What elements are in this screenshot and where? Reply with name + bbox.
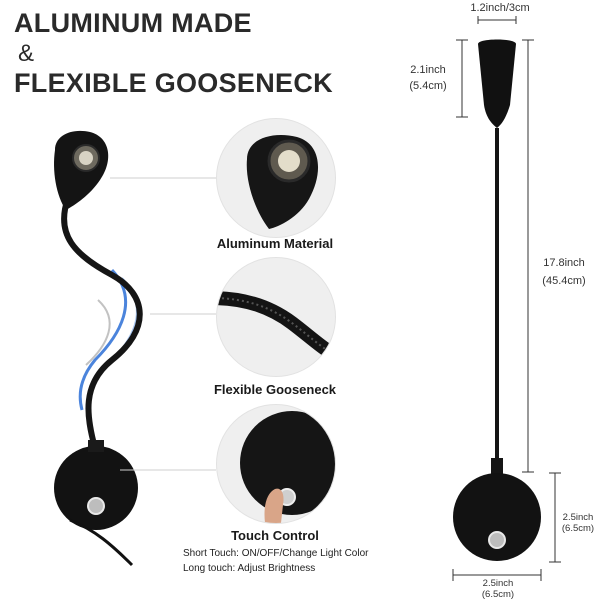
headline-line-2: FLEXIBLE GOOSENECK [14, 68, 333, 98]
headline-ampersand: & [18, 40, 35, 67]
headline-line-1: ALUMINUM MADE [14, 8, 252, 38]
dim-base-width-cm: (6.5cm) [481, 589, 515, 600]
dim-neck-length-in: 17.8inch [543, 257, 585, 269]
feature-circle-aluminum [216, 118, 336, 238]
dim-base-height-cm: (6.5cm) [561, 523, 595, 534]
dim-lamp-head [478, 39, 516, 128]
feature-caption-touch: Touch Control [231, 528, 319, 543]
lamp-head-closeup-icon [246, 135, 319, 229]
wall-base [54, 446, 138, 530]
dim-lamp-base [453, 473, 541, 561]
touch-note-long: Long touch: Adjust Brightness [183, 563, 316, 574]
gooseneck-tube [61, 195, 143, 451]
power-cable [69, 518, 134, 567]
dim-head-width: 1.2inch/3cm [470, 2, 530, 14]
motion-swoosh-grey [85, 299, 111, 366]
feature-circle-touch [216, 404, 336, 524]
dim-neck-length-cm: (45.4cm) [542, 275, 586, 287]
dim-base-height-in: 2.5inch [562, 512, 594, 523]
feature-caption-aluminum: Aluminum Material [216, 236, 334, 251]
dim-head-height-in: 2.1inch [410, 64, 446, 76]
touch-note-short: Short Touch: ON/OFF/Change Light Color [183, 548, 369, 559]
motion-swoosh-blue [78, 268, 128, 411]
touch-switch [87, 497, 105, 515]
touch-switch-closeup-icon [240, 411, 335, 523]
dim-head-height-cm: (5.4cm) [409, 80, 447, 92]
feature-caption-gooseneck: Flexible Gooseneck [213, 382, 337, 397]
dim-base-width-in: 2.5inch [482, 578, 514, 589]
